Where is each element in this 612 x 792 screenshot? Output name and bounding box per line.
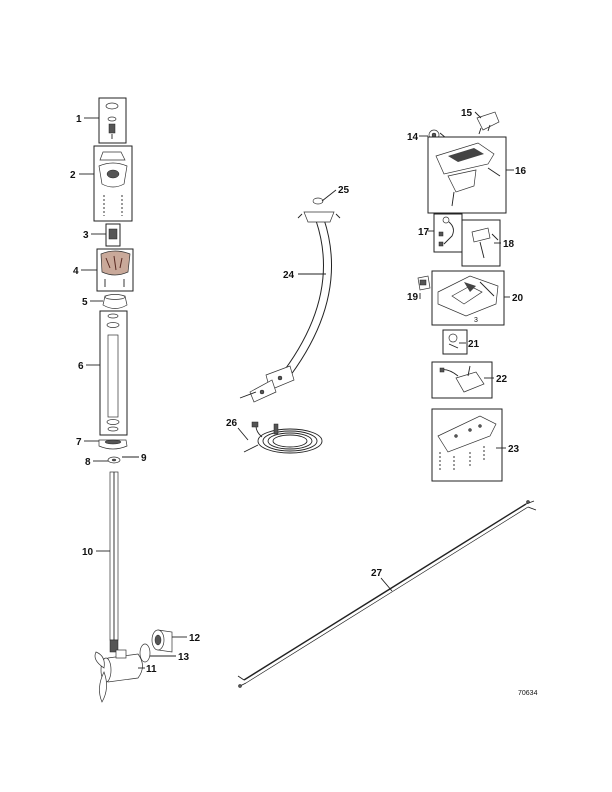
leader-26 bbox=[237, 427, 249, 441]
part-26 bbox=[243, 421, 323, 454]
part-23 bbox=[431, 408, 503, 482]
callout-20: 20 bbox=[512, 293, 524, 304]
part-8 bbox=[107, 456, 121, 464]
callout-26: 26 bbox=[226, 418, 238, 429]
part-15 bbox=[476, 111, 500, 135]
part-21 bbox=[442, 329, 468, 355]
callout-25: 25 bbox=[338, 185, 350, 196]
callout-4: 4 bbox=[73, 266, 79, 277]
callout-13: 13 bbox=[178, 652, 190, 663]
box-20-number: 3 bbox=[474, 317, 478, 324]
part-7 bbox=[98, 439, 128, 450]
callout-7: 7 bbox=[76, 437, 82, 448]
part-4 bbox=[96, 248, 134, 292]
part-17 bbox=[433, 213, 463, 253]
callout-17: 17 bbox=[418, 227, 430, 238]
callout-2: 2 bbox=[70, 170, 76, 181]
part-18 bbox=[461, 219, 501, 267]
leader-15 bbox=[474, 111, 482, 119]
part-3 bbox=[105, 223, 121, 247]
part-19 bbox=[417, 275, 431, 291]
callout-5: 5 bbox=[82, 297, 88, 308]
callout-21: 21 bbox=[468, 339, 480, 350]
figure-id: 70634 bbox=[518, 690, 538, 697]
part-27 bbox=[237, 500, 537, 688]
callout-12: 12 bbox=[189, 633, 201, 644]
callout-8: 8 bbox=[85, 457, 91, 468]
part-10 bbox=[109, 471, 119, 653]
leader-27 bbox=[380, 577, 393, 592]
leader-25 bbox=[321, 189, 337, 202]
callout-27: 27 bbox=[371, 568, 383, 579]
part-22 bbox=[431, 361, 493, 399]
callout-1: 1 bbox=[76, 114, 82, 125]
part-11 bbox=[94, 649, 143, 703]
callout-23: 23 bbox=[508, 444, 520, 455]
part-12 bbox=[151, 629, 173, 653]
part-25 bbox=[297, 197, 341, 223]
callout-14: 14 bbox=[407, 132, 419, 143]
callout-24: 24 bbox=[283, 270, 295, 281]
callout-22: 22 bbox=[496, 374, 508, 385]
part-13 bbox=[139, 643, 151, 663]
part-1 bbox=[98, 97, 127, 144]
callout-16: 16 bbox=[515, 166, 527, 177]
part-2 bbox=[93, 145, 133, 222]
part-24 bbox=[239, 215, 333, 403]
part-5 bbox=[102, 294, 128, 309]
callout-18: 18 bbox=[503, 239, 515, 250]
callout-9: 9 bbox=[141, 453, 147, 464]
callout-6: 6 bbox=[78, 361, 84, 372]
callout-3: 3 bbox=[83, 230, 89, 241]
callout-11: 11 bbox=[146, 664, 157, 675]
callout-19: 19 bbox=[407, 292, 419, 303]
callout-15: 15 bbox=[461, 108, 473, 119]
part-16 bbox=[427, 136, 507, 214]
part-20 bbox=[431, 270, 505, 326]
callout-10: 10 bbox=[82, 547, 94, 558]
part-6 bbox=[99, 310, 128, 436]
